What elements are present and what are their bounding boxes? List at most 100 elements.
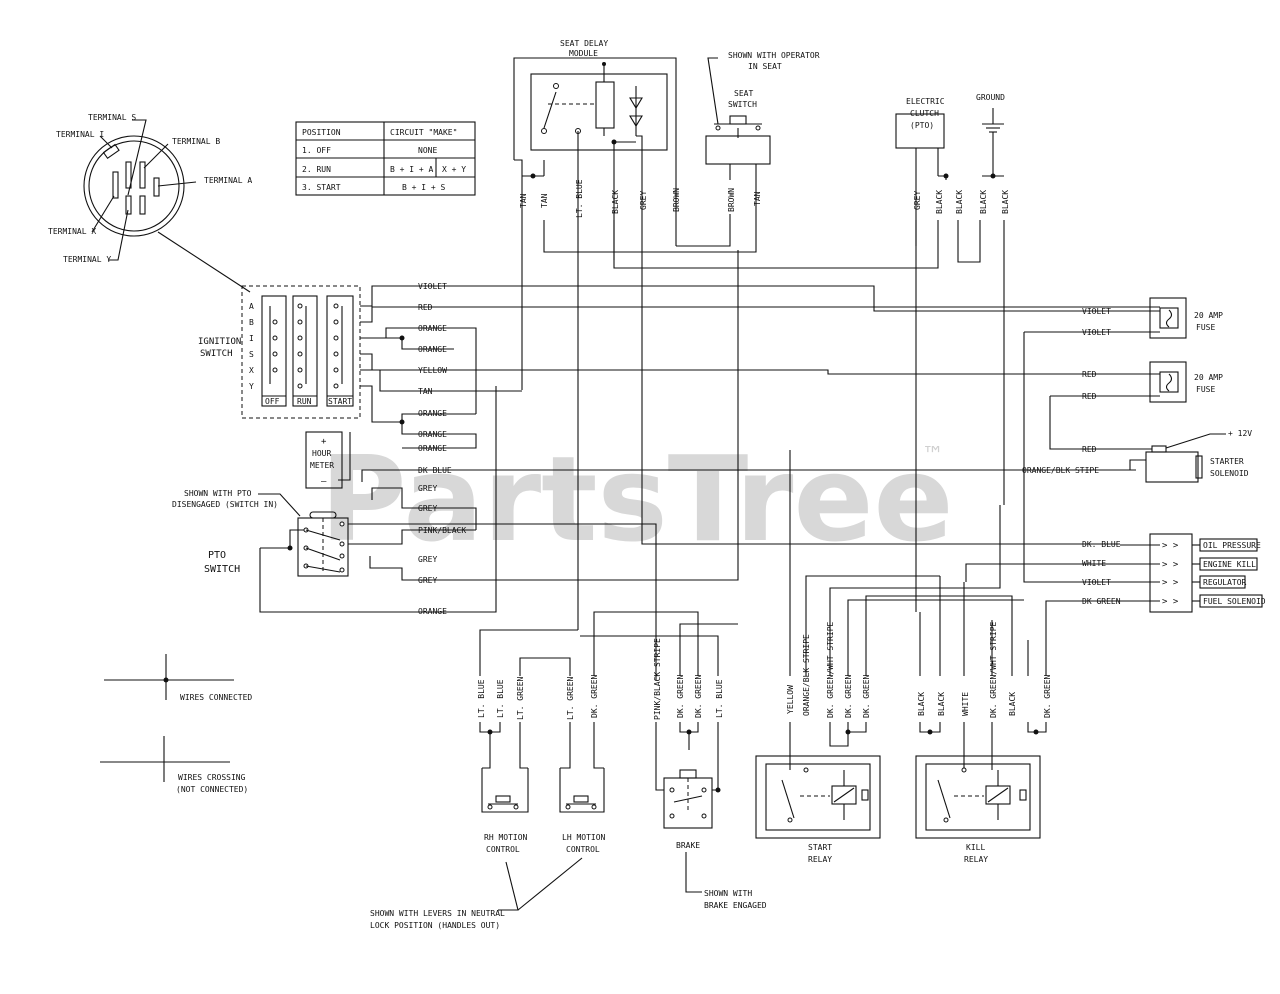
ignition-start: START bbox=[328, 397, 352, 406]
ignition-off: OFF bbox=[265, 397, 280, 406]
ignition-run: RUN bbox=[297, 397, 312, 406]
pto-switch-label: PTO bbox=[208, 550, 226, 561]
output-fuel-solenoid: FUEL SOLENOID bbox=[1203, 597, 1266, 606]
wire-label: GREY bbox=[418, 576, 437, 585]
bottom-wire-labels: LT. BLUE LT. BLUE LT. GREEN LT. GREEN DK… bbox=[477, 621, 1052, 720]
table-cell: NONE bbox=[418, 146, 437, 155]
wire-label: RED bbox=[1082, 370, 1097, 379]
starter-solenoid bbox=[1023, 331, 1226, 583]
wire-label: DK. GREEN bbox=[676, 674, 685, 718]
table-cell: 1. OFF bbox=[302, 146, 331, 155]
brake-note-2: BRAKE ENGAGED bbox=[704, 901, 767, 910]
wire-label: BROWN bbox=[727, 188, 736, 212]
ignition-switch-block bbox=[241, 285, 361, 419]
start-relay bbox=[755, 722, 881, 839]
ignition-wire-labels: VIOLET RED ORANGE ORANGE YELLOW TAN ORAN… bbox=[418, 282, 466, 616]
wire-label: GREY bbox=[913, 191, 922, 210]
wire-label: DK. GREEN bbox=[862, 674, 871, 718]
pto-note-2: DISENGAGED (SWITCH IN) bbox=[172, 500, 278, 509]
wire-label: BLACK bbox=[1008, 692, 1017, 716]
wire-label: ORANGE bbox=[418, 409, 447, 418]
svg-text:–: – bbox=[321, 477, 327, 487]
seat-delay-module bbox=[513, 57, 677, 630]
wire-label: LT. BLUE bbox=[496, 679, 505, 718]
ignition-switch-label: IGNITION bbox=[198, 337, 241, 347]
wire-label: RED bbox=[1082, 392, 1097, 401]
wire-label: GREY bbox=[639, 191, 648, 210]
starter-solenoid-label-2: SOLENOID bbox=[1210, 469, 1249, 478]
fuse1-label-2: FUSE bbox=[1196, 323, 1215, 332]
lh-motion-control bbox=[559, 722, 605, 813]
fuse2-label: 20 AMP bbox=[1194, 373, 1223, 382]
wire-label: BROWN bbox=[672, 188, 681, 212]
legend-connected bbox=[104, 654, 234, 700]
svg-text:Y: Y bbox=[249, 382, 254, 391]
levers-note-leader bbox=[498, 857, 583, 911]
electric-clutch-label-2: CLUTCH bbox=[910, 109, 939, 118]
wire-label: LT. BLUE bbox=[575, 179, 584, 218]
fuse2-label-2: FUSE bbox=[1196, 385, 1215, 394]
wire-label: LT. GREEN bbox=[566, 676, 575, 720]
wire-label: ORANGE/BLK STRIPE bbox=[802, 634, 811, 716]
wire-label: LT. GREEN bbox=[516, 676, 525, 720]
levers-note-2: LOCK POSITION (HANDLES OUT) bbox=[370, 921, 500, 930]
top-wires bbox=[514, 159, 1005, 612]
wire-label: PINK/BLACK STRIPE bbox=[653, 638, 662, 720]
svg-text:> >: > > bbox=[1162, 597, 1179, 607]
seat-switch-label: SEAT bbox=[734, 89, 753, 98]
wire-label: DK. GREEN/WHT STRIPE bbox=[989, 621, 998, 718]
wire-label: VIOLET bbox=[1082, 307, 1111, 316]
ignition-switch-label-2: SWITCH bbox=[200, 349, 233, 359]
wire-label: BLACK bbox=[979, 190, 988, 214]
ignition-wires bbox=[259, 250, 1160, 680]
terminal-y-label: TERMINAL Y bbox=[63, 255, 111, 264]
seat-switch-label-2: SWITCH bbox=[728, 100, 757, 109]
circuit-table bbox=[295, 121, 476, 196]
svg-text:B: B bbox=[249, 318, 254, 327]
rh-motion-control bbox=[479, 722, 529, 813]
table-cell: 2. RUN bbox=[302, 165, 331, 174]
brake-switch bbox=[655, 722, 721, 829]
wire-label: VIOLET bbox=[1082, 328, 1111, 337]
terminal-a-label: TERMINAL A bbox=[204, 176, 252, 185]
wire-label: RED bbox=[418, 303, 433, 312]
top-wire-labels: TAN TAN LT. BLUE BLACK GREY BROWN BROWN … bbox=[519, 179, 1010, 218]
table-header-circuit: CIRCUIT "MAKE" bbox=[390, 128, 457, 137]
brake-note-leader bbox=[685, 852, 702, 893]
wire-label: LT. BLUE bbox=[477, 679, 486, 718]
wire-label: BLACK bbox=[611, 190, 620, 214]
terminal-i-label: TERMINAL I bbox=[56, 130, 104, 139]
watermark: PartsTree bbox=[320, 430, 954, 568]
wire-label: ORANGE/BLK STIPE bbox=[1022, 466, 1099, 475]
legend-crossing-label: WIRES CROSSING bbox=[178, 773, 246, 782]
wire-label: ORANGE bbox=[418, 607, 447, 616]
electric-clutch-label: ELECTRIC bbox=[906, 97, 945, 106]
wire-label: VIOLET bbox=[418, 282, 447, 291]
wire-label: BLACK bbox=[935, 190, 944, 214]
terminal-b-label: TERMINAL B bbox=[172, 137, 220, 146]
pto-switch bbox=[258, 493, 349, 577]
legend-crossing bbox=[100, 736, 230, 782]
operator-note: SHOWN WITH OPERATOR bbox=[728, 51, 820, 60]
connector-block: > > > > > > > > bbox=[965, 533, 1263, 620]
electric-clutch-label-3: (PTO) bbox=[910, 121, 934, 130]
wire-label: ORANGE bbox=[418, 444, 447, 453]
legend-connected-label: WIRES CONNECTED bbox=[180, 693, 252, 702]
kill-relay-label: KILL bbox=[966, 843, 985, 852]
fuse-1 bbox=[1108, 297, 1187, 339]
wire-label: ORANGE bbox=[418, 345, 447, 354]
wire-label: GREY bbox=[418, 484, 437, 493]
wire-label: YELLOW bbox=[786, 685, 795, 714]
svg-text:I: I bbox=[249, 334, 254, 343]
wire-label: DK. GREEN bbox=[590, 674, 599, 718]
operator-note-2: IN SEAT bbox=[748, 62, 782, 71]
wire-label: BLACK bbox=[937, 692, 946, 716]
table-header-position: POSITION bbox=[302, 128, 341, 137]
wire-label: DK. BLUE bbox=[1082, 540, 1121, 549]
table-cell: 3. START bbox=[302, 183, 341, 192]
output-oil-pressure: OIL PRESSURE bbox=[1203, 541, 1261, 550]
svg-text:+: + bbox=[321, 437, 327, 447]
seat-delay-module-label-2: MODULE bbox=[569, 49, 598, 58]
wire-label: VIOLET bbox=[1082, 578, 1111, 587]
